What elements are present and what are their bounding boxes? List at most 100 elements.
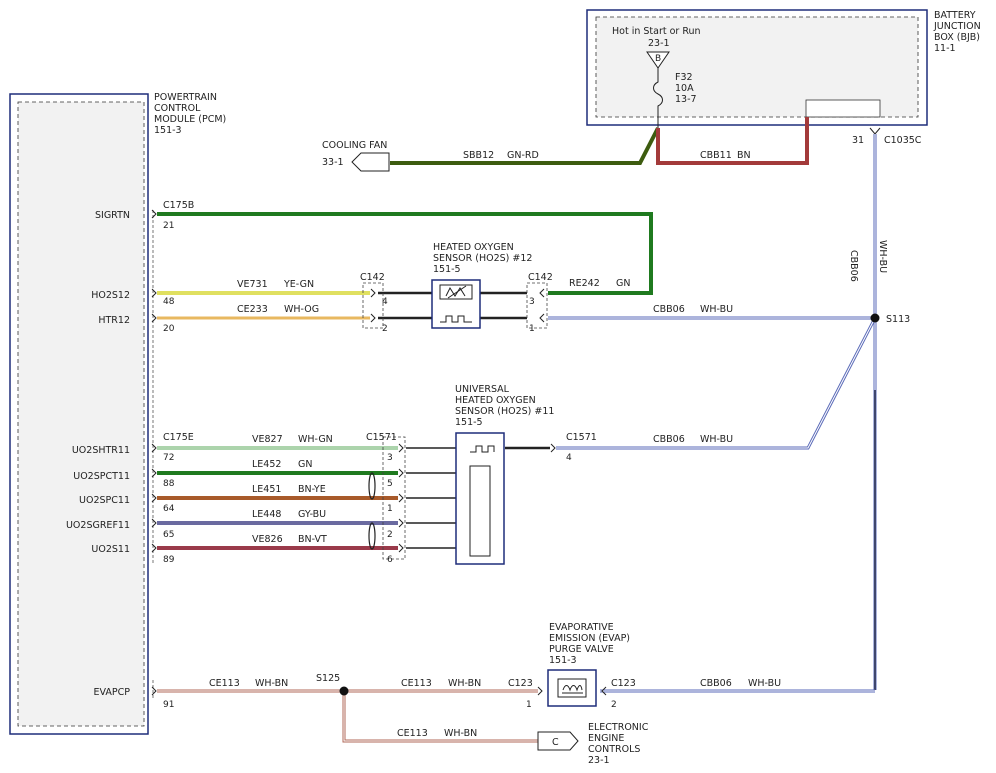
- wire-cbb11-circuit: CBB11: [700, 150, 732, 161]
- fuse-rating: 10A: [675, 83, 694, 94]
- connector-c123-right: C123 2: [601, 678, 636, 710]
- connector-c1571-left: C1571 3 5 1 2 6: [366, 432, 406, 565]
- wire-ve826-circuit: VE826: [252, 534, 283, 545]
- evap-title-4: 151-3: [549, 655, 577, 666]
- c1571-left-pin-2: 2: [387, 530, 393, 540]
- wire-re242: RE242 GN: [569, 278, 630, 289]
- pcm-module: POWERTRAIN CONTROL MODULE (PCM) 151-3 SI…: [9, 92, 226, 735]
- wire-ve731-circuit: VE731: [237, 279, 268, 290]
- wire-cbb06-vertical: CBB06 WH-BU: [848, 134, 888, 318]
- wire-uho2s-right: [406, 446, 550, 549]
- fuse-tag-triangle: [646, 51, 670, 69]
- evap-title-1: EVAPORATIVE: [549, 622, 614, 633]
- ho2s12-sensor: HEATED OXYGEN SENSOR (HO2S) #12 151-5: [431, 242, 532, 329]
- splice-s125: S125: [316, 673, 349, 696]
- wire-cbb11: CBB11 BN: [656, 117, 809, 165]
- bjb-module: BATTERY JUNCTION BOX (BJB) 11-1 Hot in S…: [586, 9, 981, 146]
- wire-cbb06-uho2s-color: WH-BU: [700, 434, 733, 445]
- wire-ve827-color: WH-GN: [298, 434, 333, 445]
- evap-title-2: EMISSION (EVAP): [549, 633, 630, 644]
- evap-title-3: PURGE VALVE: [549, 644, 614, 655]
- connector-c142-right: C142 3 1: [526, 272, 553, 334]
- uho2s11-sensor: UNIVERSAL HEATED OXYGEN SENSOR (HO2S) #1…: [455, 384, 554, 565]
- bjb-title-4: 11-1: [934, 43, 956, 54]
- connector-c1571-right: C1571 4: [550, 432, 597, 463]
- ho2s12-title-2: SENSOR (HO2S) #12: [433, 253, 532, 264]
- uho2s11-title-4: 151-5: [455, 417, 483, 428]
- wire-re242-color: GN: [616, 278, 630, 289]
- pcm-title-1: POWERTRAIN: [154, 92, 217, 103]
- bjb-title-2: JUNCTION: [933, 21, 981, 32]
- wire-le452-circuit: LE452: [252, 459, 281, 470]
- bjb-connector: C1035C: [884, 135, 922, 146]
- twisted-pair-markers: [368, 472, 376, 550]
- s125-label: S125: [316, 673, 340, 684]
- wire-cbb06-htr12-color: WH-BU: [700, 304, 733, 315]
- wire-ce113-evap-circuit: CE113: [401, 678, 432, 689]
- wire-ce113-pcm-color: WH-BN: [255, 678, 288, 689]
- s113-label: S113: [886, 314, 910, 325]
- pcm-pin-label-uo2sgref11: UO2SGREF11: [66, 520, 130, 531]
- uho2s11-title-2: HEATED OXYGEN: [455, 395, 536, 406]
- hot-label: Hot in Start or Run: [612, 26, 701, 37]
- uho2s11-title-3: SENSOR (HO2S) #11: [455, 406, 554, 417]
- bjb-title-1: BATTERY: [934, 10, 976, 21]
- cooling-fan-connector: COOLING FAN 33-1: [322, 140, 390, 172]
- c142-right-label: C142: [528, 272, 553, 283]
- wire-cbb06-uho2s-circuit: CBB06: [653, 434, 685, 445]
- wire-le448-color: GY-BU: [298, 509, 326, 520]
- wire-ve826-color: BN-VT: [298, 534, 327, 545]
- c1571-left-pin-6: 6: [387, 555, 393, 565]
- c1571-left-pin-1: 1: [387, 504, 393, 514]
- wire-re242-circuit: RE242: [569, 278, 600, 289]
- wire-ce233-circuit: CE233: [237, 304, 268, 315]
- wire-ce233-color: WH-OG: [284, 304, 319, 315]
- cooling-fan-ref: 33-1: [322, 157, 344, 168]
- pcm-pin-num-89: 89: [163, 555, 175, 565]
- connector-c123-left: C123 1: [508, 678, 543, 710]
- wire-ce113-eec-circuit: CE113: [397, 728, 428, 739]
- pcm-pin-label-uo2shtr11: UO2SHTR11: [72, 445, 130, 456]
- c123-right-pin-2: 2: [611, 700, 617, 710]
- c142-left-pin-2: 2: [382, 324, 388, 334]
- wire-ve826: VE826 BN-VT: [157, 534, 398, 550]
- wire-sbb12-circuit: SBB12: [463, 150, 494, 161]
- wire-cbb06-vertical-color: WH-BU: [877, 240, 888, 273]
- wire-le448: LE448 GY-BU: [157, 509, 398, 525]
- wire-ce113-evap: CE113 WH-BN: [344, 678, 538, 693]
- wire-cbb06-htr12: CBB06 WH-BU: [548, 304, 872, 320]
- pcm-pin-label-evapcp: EVAPCP: [94, 687, 131, 698]
- fuse-symbol: [653, 68, 663, 128]
- pcm-pin-num-20: 20: [163, 324, 175, 334]
- wire-cbb06-evap-circuit: CBB06: [700, 678, 732, 689]
- eec-title-3: CONTROLS: [588, 744, 640, 755]
- wire-ve827: VE827 WH-GN: [157, 434, 398, 450]
- eec-tag: C: [552, 737, 559, 748]
- fuse-id: F32: [675, 72, 693, 83]
- wire-ve827-circuit: VE827: [252, 434, 283, 445]
- c1571-left-pin-3: 3: [387, 453, 393, 463]
- ho2s12-title-3: 151-5: [433, 264, 461, 275]
- wire-sbb12-color: GN-RD: [507, 150, 539, 161]
- pcm-pin-label-uo2spct11: UO2SPCT11: [73, 471, 130, 482]
- cooling-fan-label: COOLING FAN: [322, 140, 387, 151]
- wire-ce233: CE233 WH-OG: [157, 304, 370, 320]
- wire-ce113-pcm-circuit: CE113: [209, 678, 240, 689]
- pcm-pin-label-htr12: HTR12: [98, 315, 130, 326]
- pcm-pin-label-sigrtn: SIGRTN: [95, 210, 130, 221]
- eec-connector: C ELECTRONIC ENGINE CONTROLS 23-1: [537, 722, 649, 766]
- wire-le451-color: BN-YE: [298, 484, 326, 495]
- connector-c142-left: C142 4 2: [360, 272, 388, 334]
- c123-right-label: C123: [611, 678, 636, 689]
- c1571-left-pin-5: 5: [387, 479, 393, 489]
- pcm-pin-num-91: 91: [163, 700, 174, 710]
- splice-s113: S113: [870, 313, 910, 325]
- bjb-connector-mark: [869, 127, 881, 135]
- eec-title-4: 23-1: [588, 755, 610, 766]
- wire-cbb11-color: BN: [737, 150, 751, 161]
- wire-ce113-eec: CE113 WH-BN: [342, 691, 538, 743]
- wire-cbb06-evap-color: WH-BU: [748, 678, 781, 689]
- evap-purge-valve: EVAPORATIVE EMISSION (EVAP) PURGE VALVE …: [547, 622, 630, 707]
- pcm-connector-c175b: C175B: [163, 200, 194, 211]
